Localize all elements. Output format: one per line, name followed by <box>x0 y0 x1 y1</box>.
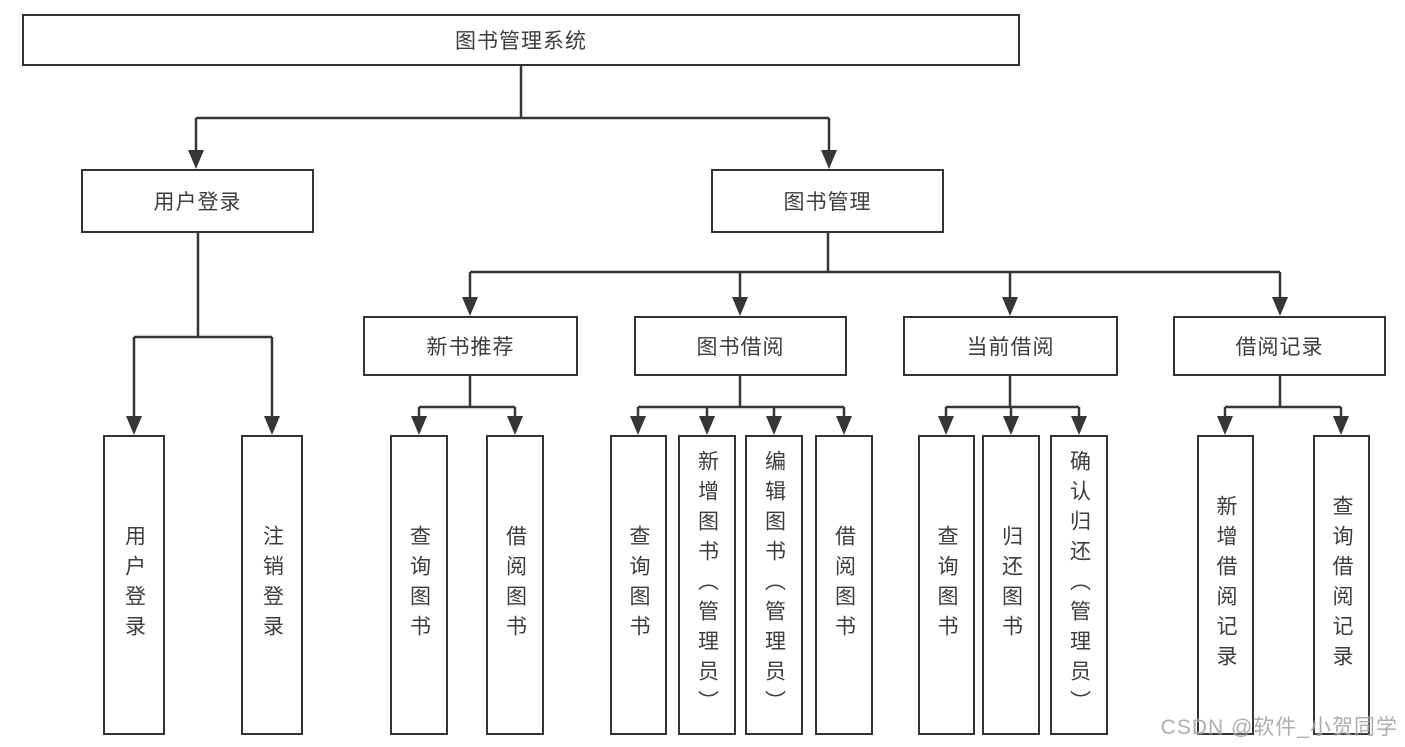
leaf-user-login: 用户登录 <box>103 435 165 735</box>
node-book-management: 图书管理 <box>711 169 944 233</box>
leaf-borrow-book-recommend-label: 借阅图书 <box>503 525 527 645</box>
leaf-query-book-borrow: 查询图书 <box>610 435 667 735</box>
node-root: 图书管理系统 <box>22 14 1020 66</box>
leaf-add-borrow-record: 新增借阅记录 <box>1197 435 1254 735</box>
leaf-edit-book-admin-label: 编辑图书（管理员） <box>762 450 786 720</box>
node-book-borrow: 图书借阅 <box>634 316 847 376</box>
leaf-return-book-label: 归还图书 <box>999 525 1023 645</box>
leaf-query-book-recommend: 查询图书 <box>390 435 448 735</box>
leaf-query-book-current-label: 查询图书 <box>935 525 958 645</box>
node-new-book-recommend: 新书推荐 <box>363 316 578 376</box>
node-current-borrow-label: 当前借阅 <box>966 336 1055 359</box>
watermark: CSDN @软件_小贺同学 <box>1160 716 1398 739</box>
leaf-query-book-recommend-label: 查询图书 <box>407 525 431 645</box>
leaf-borrow-book-borrow: 借阅图书 <box>815 435 873 735</box>
leaf-query-book-current: 查询图书 <box>918 435 975 735</box>
leaf-logout-label: 注销登录 <box>260 525 284 645</box>
leaf-add-book-admin: 新增图书（管理员） <box>678 435 736 735</box>
leaf-query-borrow-record: 查询借阅记录 <box>1313 435 1370 735</box>
node-borrow-record-label: 借阅记录 <box>1235 336 1324 359</box>
leaf-confirm-return-admin: 确认归还（管理员） <box>1050 435 1108 735</box>
leaf-logout: 注销登录 <box>241 435 303 735</box>
node-root-label: 图书管理系统 <box>455 30 587 53</box>
node-user-login-label: 用户登录 <box>153 191 242 214</box>
node-current-borrow: 当前借阅 <box>903 316 1118 376</box>
leaf-borrow-book-recommend: 借阅图书 <box>486 435 544 735</box>
leaf-add-borrow-record-label: 新增借阅记录 <box>1214 495 1237 675</box>
leaf-add-book-admin-label: 新增图书（管理员） <box>695 450 719 720</box>
node-book-management-label: 图书管理 <box>783 191 872 214</box>
leaf-return-book: 归还图书 <box>982 435 1040 735</box>
leaf-query-book-borrow-label: 查询图书 <box>627 525 650 645</box>
leaf-query-borrow-record-label: 查询借阅记录 <box>1330 495 1353 675</box>
leaf-confirm-return-admin-label: 确认归还（管理员） <box>1067 450 1091 720</box>
node-borrow-record: 借阅记录 <box>1173 316 1386 376</box>
node-new-book-recommend-label: 新书推荐 <box>426 336 515 359</box>
node-user-login: 用户登录 <box>81 169 314 233</box>
leaf-user-login-label: 用户登录 <box>122 525 146 645</box>
node-book-borrow-label: 图书借阅 <box>696 336 785 359</box>
leaf-borrow-book-borrow-label: 借阅图书 <box>832 525 856 645</box>
leaf-edit-book-admin: 编辑图书（管理员） <box>745 435 803 735</box>
